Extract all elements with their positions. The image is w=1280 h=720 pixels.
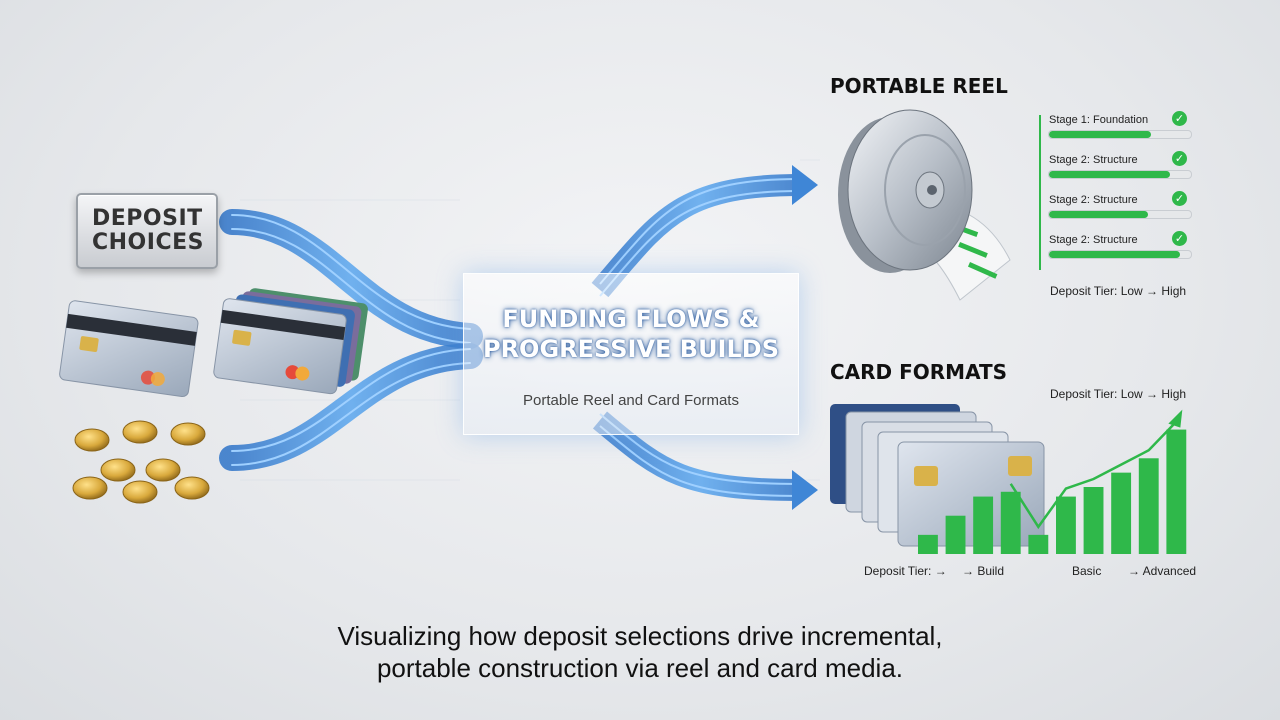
stage-progress-track: [1048, 250, 1192, 259]
caption: Visualizing how deposit selections drive…: [0, 620, 1280, 684]
stage-label: Stage 2: Structure: [1049, 154, 1138, 166]
trend-arrow-head-icon: [1168, 409, 1183, 428]
center-subtitle: Portable Reel and Card Formats: [523, 392, 739, 409]
check-icon: ✓: [1172, 191, 1187, 206]
stage-label: Stage 2: Structure: [1049, 234, 1138, 246]
trend-line: [1009, 420, 1178, 530]
axis-label-advanced: → Advanced: [1128, 564, 1197, 578]
reel-icon: [838, 109, 1011, 301]
stage-row: Stage 2: Structure ✓: [1042, 231, 1192, 260]
axis-label-build: → Build: [962, 564, 1005, 578]
chart-bar: [973, 496, 994, 554]
stage-progress-fill: [1049, 171, 1170, 178]
upper-output-stream: [591, 174, 801, 298]
chart-bar: [1083, 487, 1104, 554]
reel-tier-label: Deposit Tier: Low → High: [1050, 284, 1187, 298]
cards-title: CARD FORMATS: [830, 360, 1008, 384]
lower-input-stream: [219, 343, 483, 471]
deposit-line-2: CHOICES: [92, 230, 204, 255]
chart-bar: [1056, 496, 1076, 554]
check-icon: ✓: [1172, 231, 1187, 246]
stage-row: Stage 2: Structure ✓: [1042, 191, 1192, 220]
chart-bar: [1111, 472, 1132, 554]
card-stack-icon: [213, 288, 368, 395]
chart-bar: [918, 534, 938, 554]
center-title-line-1: FUNDING FLOWS &: [502, 305, 760, 333]
stage-row: Stage 1: Foundation ✓: [1042, 111, 1192, 140]
upper-arrow-head-icon: [792, 165, 818, 205]
deposit-tier-bar-chart: [918, 429, 1187, 554]
check-icon: ✓: [1172, 111, 1187, 126]
check-icon: ✓: [1172, 151, 1187, 166]
stage-label: Stage 2: Structure: [1049, 194, 1138, 206]
stage-progress-track: [1048, 170, 1192, 179]
axis-label-basic: Basic: [1072, 564, 1102, 578]
upper-input-stream: [219, 209, 483, 349]
stage-label: Stage 1: Foundation: [1049, 114, 1149, 126]
center-panel: FUNDING FLOWS & PROGRESSIVE BUILDS Porta…: [463, 273, 799, 435]
reel-title: PORTABLE REEL: [830, 74, 1008, 98]
credit-card-icon: [59, 300, 199, 398]
chart-bar: [945, 515, 966, 554]
coins-icon: [72, 420, 210, 504]
stage-progress-track: [1048, 130, 1192, 139]
deposit-choices-box: DEPOSIT CHOICES: [76, 193, 218, 269]
chart-bar: [1028, 534, 1049, 554]
chart-bar: [1000, 491, 1021, 554]
stage-progress-fill: [1049, 131, 1152, 138]
caption-line-2: portable construction via reel and card …: [376, 653, 904, 683]
deposit-line-1: DEPOSIT: [92, 206, 203, 231]
chart-bar: [1138, 458, 1159, 554]
center-title-line-2: PROGRESSIVE BUILDS: [482, 335, 779, 363]
lower-arrow-head-icon: [792, 470, 818, 510]
caption-line-1: Visualizing how deposit selections drive…: [337, 621, 943, 651]
center-title: FUNDING FLOWS & PROGRESSIVE BUILDS: [464, 304, 798, 364]
chart-bar: [1166, 429, 1187, 554]
axis-label-left: Deposit Tier: →: [864, 564, 947, 578]
stage-progress-track: [1048, 210, 1192, 219]
stage-progress-fill: [1049, 251, 1180, 258]
stage-progress-fill: [1049, 211, 1149, 218]
stage-row: Stage 2: Structure ✓: [1042, 151, 1192, 180]
cards-tier-label: Deposit Tier: Low → High: [1050, 387, 1187, 401]
